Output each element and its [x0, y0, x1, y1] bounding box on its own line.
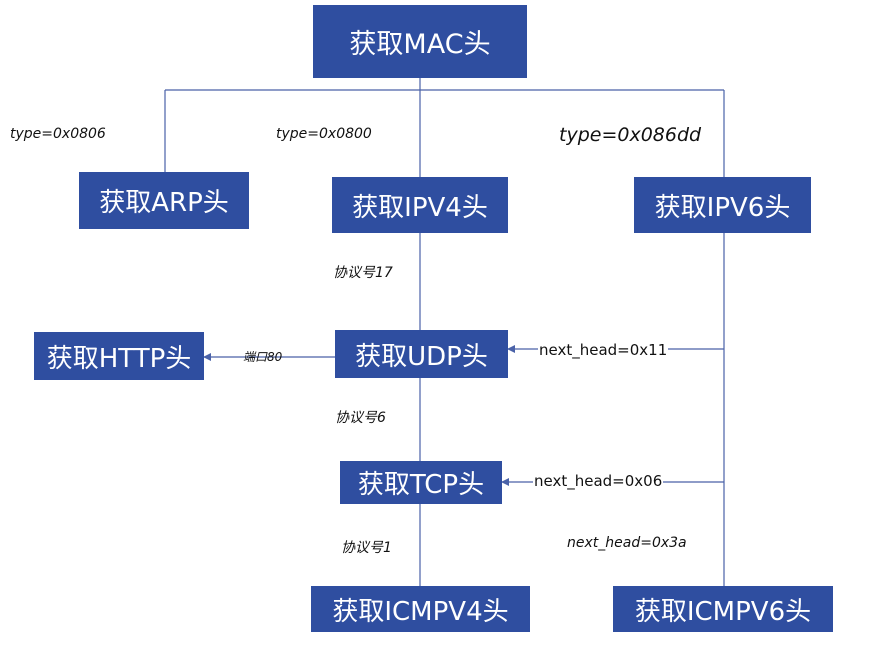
node-icmpv4: 获取ICMPV4头	[311, 586, 530, 632]
node-udp: 获取UDP头	[335, 330, 508, 378]
node-arp: 获取ARP头	[79, 172, 249, 229]
label-ipv6-type: type=0x086dd	[559, 124, 702, 146]
label-arp-type: type=0x0806	[10, 126, 106, 142]
label-tcp-protocol: 协议号6	[335, 410, 386, 426]
node-mac: 获取MAC头	[313, 5, 527, 78]
label-icmpv4-protocol: 协议号1	[341, 540, 392, 556]
label-udp-protocol: 协议号17	[333, 265, 393, 281]
label-http-port: 端口80	[243, 350, 283, 364]
node-ipv4: 获取IPV4头	[332, 177, 508, 233]
label-ipv4-type: type=0x0800	[276, 126, 372, 142]
label-tcp-next-head: next_head=0x06	[533, 472, 664, 490]
node-icmpv6: 获取ICMPV6头	[613, 586, 833, 632]
node-tcp: 获取TCP头	[340, 461, 502, 504]
label-udp-next-head: next_head=0x11	[538, 341, 669, 359]
label-icmpv6-next-head: next_head=0x3a	[567, 535, 687, 551]
node-http: 获取HTTP头	[34, 332, 204, 380]
node-ipv6: 获取IPV6头	[634, 177, 811, 233]
